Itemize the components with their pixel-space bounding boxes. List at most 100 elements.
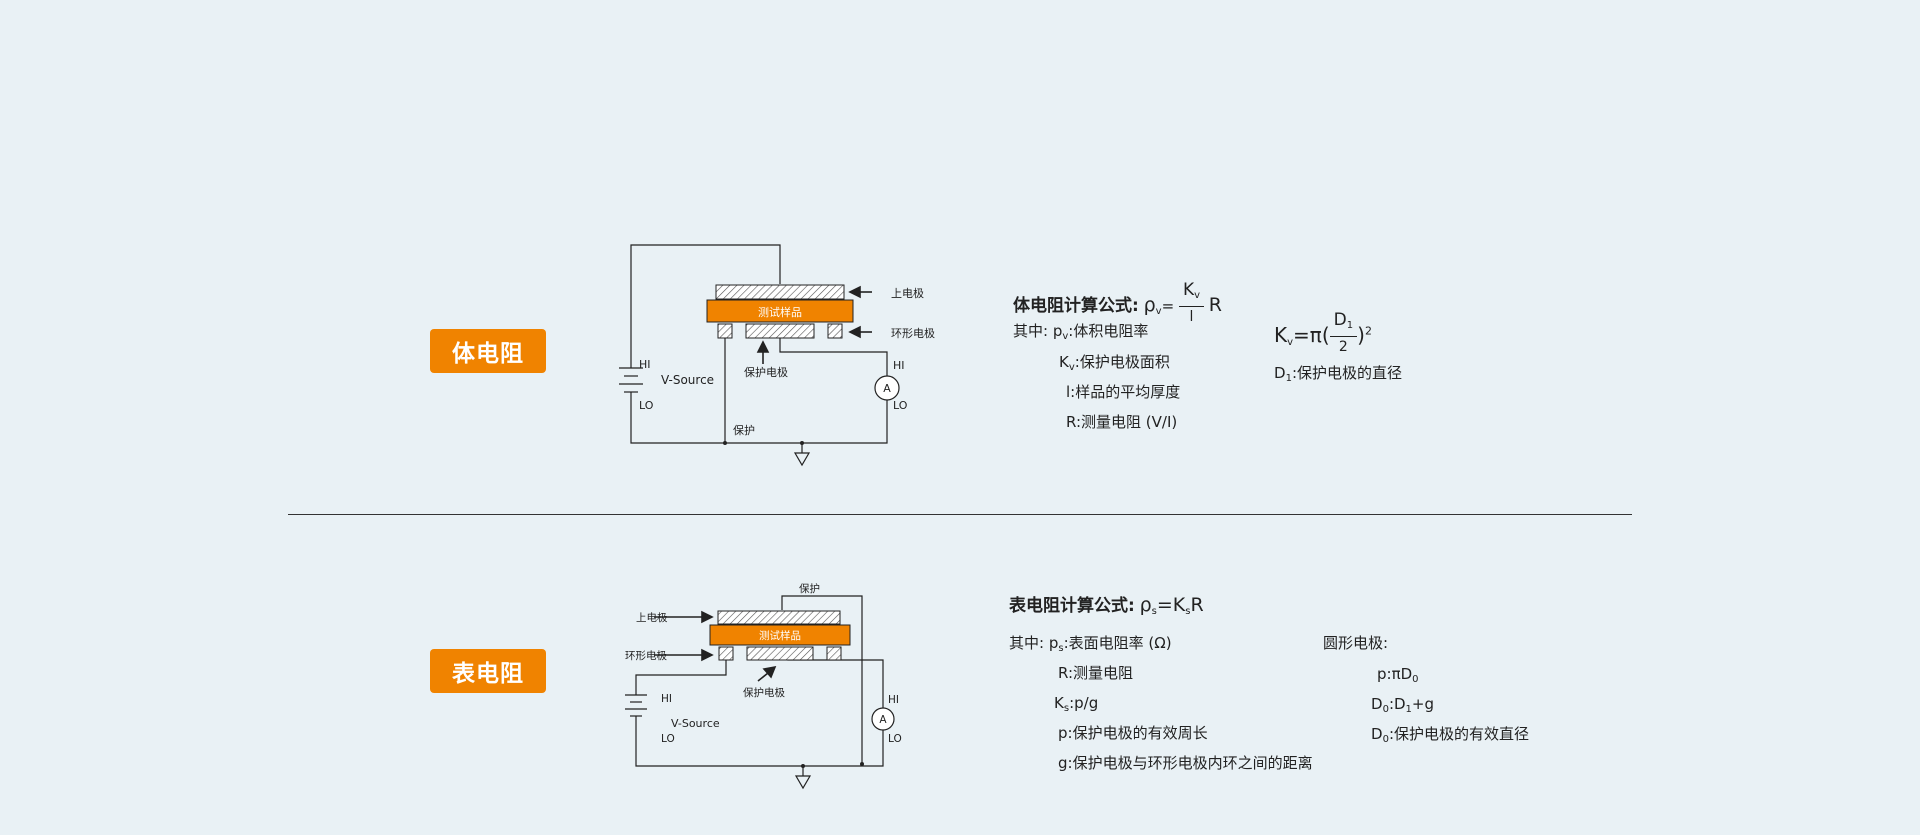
sub: 1 <box>1405 704 1412 715</box>
sym: D <box>1371 695 1383 713</box>
sym: K <box>1054 694 1064 712</box>
frac-den: 2 <box>1338 339 1348 355</box>
desc: :D <box>1388 695 1406 713</box>
kv-eq: =π( <box>1293 323 1330 347</box>
frac-num: D <box>1333 310 1347 330</box>
sub: 0 <box>1382 704 1389 715</box>
lo-left-label: LO <box>639 399 654 412</box>
surface-resistance-badge: 表电阻 <box>430 649 546 693</box>
sub: s <box>1058 643 1064 654</box>
arrow-icon <box>756 340 770 353</box>
desc: +g <box>1411 695 1435 713</box>
frac-num: K <box>1182 280 1195 300</box>
junction-dot <box>800 441 804 445</box>
arrow-icon <box>762 665 777 679</box>
volume-where-line4: R:测量电阻 (V/I) <box>1066 413 1178 431</box>
wire-top-loop <box>630 244 781 368</box>
guard-electrode <box>746 646 814 661</box>
eq-sign: = <box>1161 297 1175 315</box>
surface-where-line2: R:测量电阻 <box>1058 664 1134 682</box>
ring-electrode-right <box>826 646 842 661</box>
arrow-icon <box>701 648 714 662</box>
volume-resistance-diagram: 测试样品 A 上电极 环形电极 保护电极 HI LO V-Source HI L… <box>619 244 935 467</box>
frac-den: l <box>1189 309 1194 325</box>
rho-sub: s <box>1151 606 1157 617</box>
volume-where-line2: Kv:保护电极面积 <box>1059 355 1170 373</box>
desc: p:πD <box>1377 665 1413 683</box>
circular-line2: D0:D1+g <box>1371 697 1434 715</box>
v-source-label: V-Source <box>671 717 720 730</box>
sub: v <box>1068 362 1075 373</box>
volume-where-line1: 其中: pv:体积电阻率 <box>1013 324 1148 342</box>
surface-where-line5: g:保护电极与环形电极内环之间的距离 <box>1058 754 1313 772</box>
formula-title-text: 表电阻计算公式: <box>1009 596 1135 616</box>
guard-label: 保护 <box>799 582 820 595</box>
circular-line1: p:πD0 <box>1377 667 1419 685</box>
hi-right-label: HI <box>888 694 899 706</box>
ring-electrode-label: 环形电极 <box>625 649 667 662</box>
sub: 0 <box>1382 734 1389 745</box>
rho-symbol: ρ <box>1139 594 1152 616</box>
sym: K <box>1274 323 1288 347</box>
sup: 2 <box>1364 324 1372 338</box>
frac-num-sub: v <box>1194 290 1201 301</box>
test-sample <box>706 299 854 323</box>
ammeter-label: A <box>883 382 891 395</box>
desc: :保护电极的有效直径 <box>1388 725 1529 743</box>
r-symbol: R <box>1208 294 1222 316</box>
desc: :保护电极的直径 <box>1291 364 1402 382</box>
where-label: 其中: <box>1013 322 1049 340</box>
sample-label: 测试样品 <box>759 629 801 642</box>
guard-electrode-label: 保护电极 <box>743 686 785 699</box>
sub: 1 <box>1285 373 1292 384</box>
hi-left-label: HI <box>639 358 651 371</box>
sample-label: 测试样品 <box>758 305 802 319</box>
ground-icon <box>793 452 811 467</box>
wire-guard-top <box>781 595 863 764</box>
ring-electrode-left <box>717 323 733 339</box>
desc: :体积电阻率 <box>1068 322 1149 340</box>
junction-dot <box>723 441 727 445</box>
desc: :保护电极面积 <box>1074 353 1170 371</box>
surface-resistance-diagram: 测试样品 A 上电极 环形电极 保护电极 保护 HI LO V-Source H… <box>625 582 902 790</box>
wire-source-top <box>635 652 727 695</box>
lo-left-label: LO <box>661 733 675 745</box>
rho-sub: v <box>1155 306 1162 317</box>
ring-electrode-right <box>827 323 843 339</box>
ammeter-icon <box>874 375 900 401</box>
surface-where-line4: p:保护电极的有效周长 <box>1058 724 1208 742</box>
test-sample <box>709 624 851 646</box>
lo-right-label: LO <box>888 733 902 745</box>
sub: v <box>1287 337 1294 348</box>
sub: v <box>1062 331 1069 342</box>
top-electrode-label: 上电极 <box>891 286 924 300</box>
circular-electrode-title: 圆形电极: <box>1323 634 1389 652</box>
eq-k: =K <box>1156 594 1186 616</box>
sym: p <box>1048 634 1059 652</box>
r-symbol: R <box>1190 594 1204 616</box>
ring-electrode-left <box>718 646 734 661</box>
guard-label: 保护 <box>733 423 755 437</box>
section-divider <box>288 514 1632 515</box>
ammeter-icon <box>871 707 895 731</box>
top-electrode-label: 上电极 <box>636 611 668 624</box>
ring-electrode-label: 环形电极 <box>891 326 935 340</box>
wire-bottom-loop <box>630 392 888 444</box>
guard-electrode-label: 保护电极 <box>744 365 788 379</box>
d1-definition: D1:保护电极的直径 <box>1274 366 1402 384</box>
ground-icon <box>794 775 812 790</box>
sym: D <box>1274 364 1286 382</box>
wire-bottom-loop <box>635 716 884 767</box>
circular-line3: D0:保护电极的有效直径 <box>1371 727 1529 745</box>
formula-title-text: 体电阻计算公式: <box>1013 296 1139 316</box>
lo-right-label: LO <box>893 399 908 412</box>
hi-right-label: HI <box>893 359 905 372</box>
junction-dot <box>860 762 864 766</box>
guard-electrode <box>745 323 815 339</box>
v-source-label: V-Source <box>661 373 714 387</box>
surface-where-line1: 其中: ps:表面电阻率 (Ω) <box>1009 636 1172 654</box>
